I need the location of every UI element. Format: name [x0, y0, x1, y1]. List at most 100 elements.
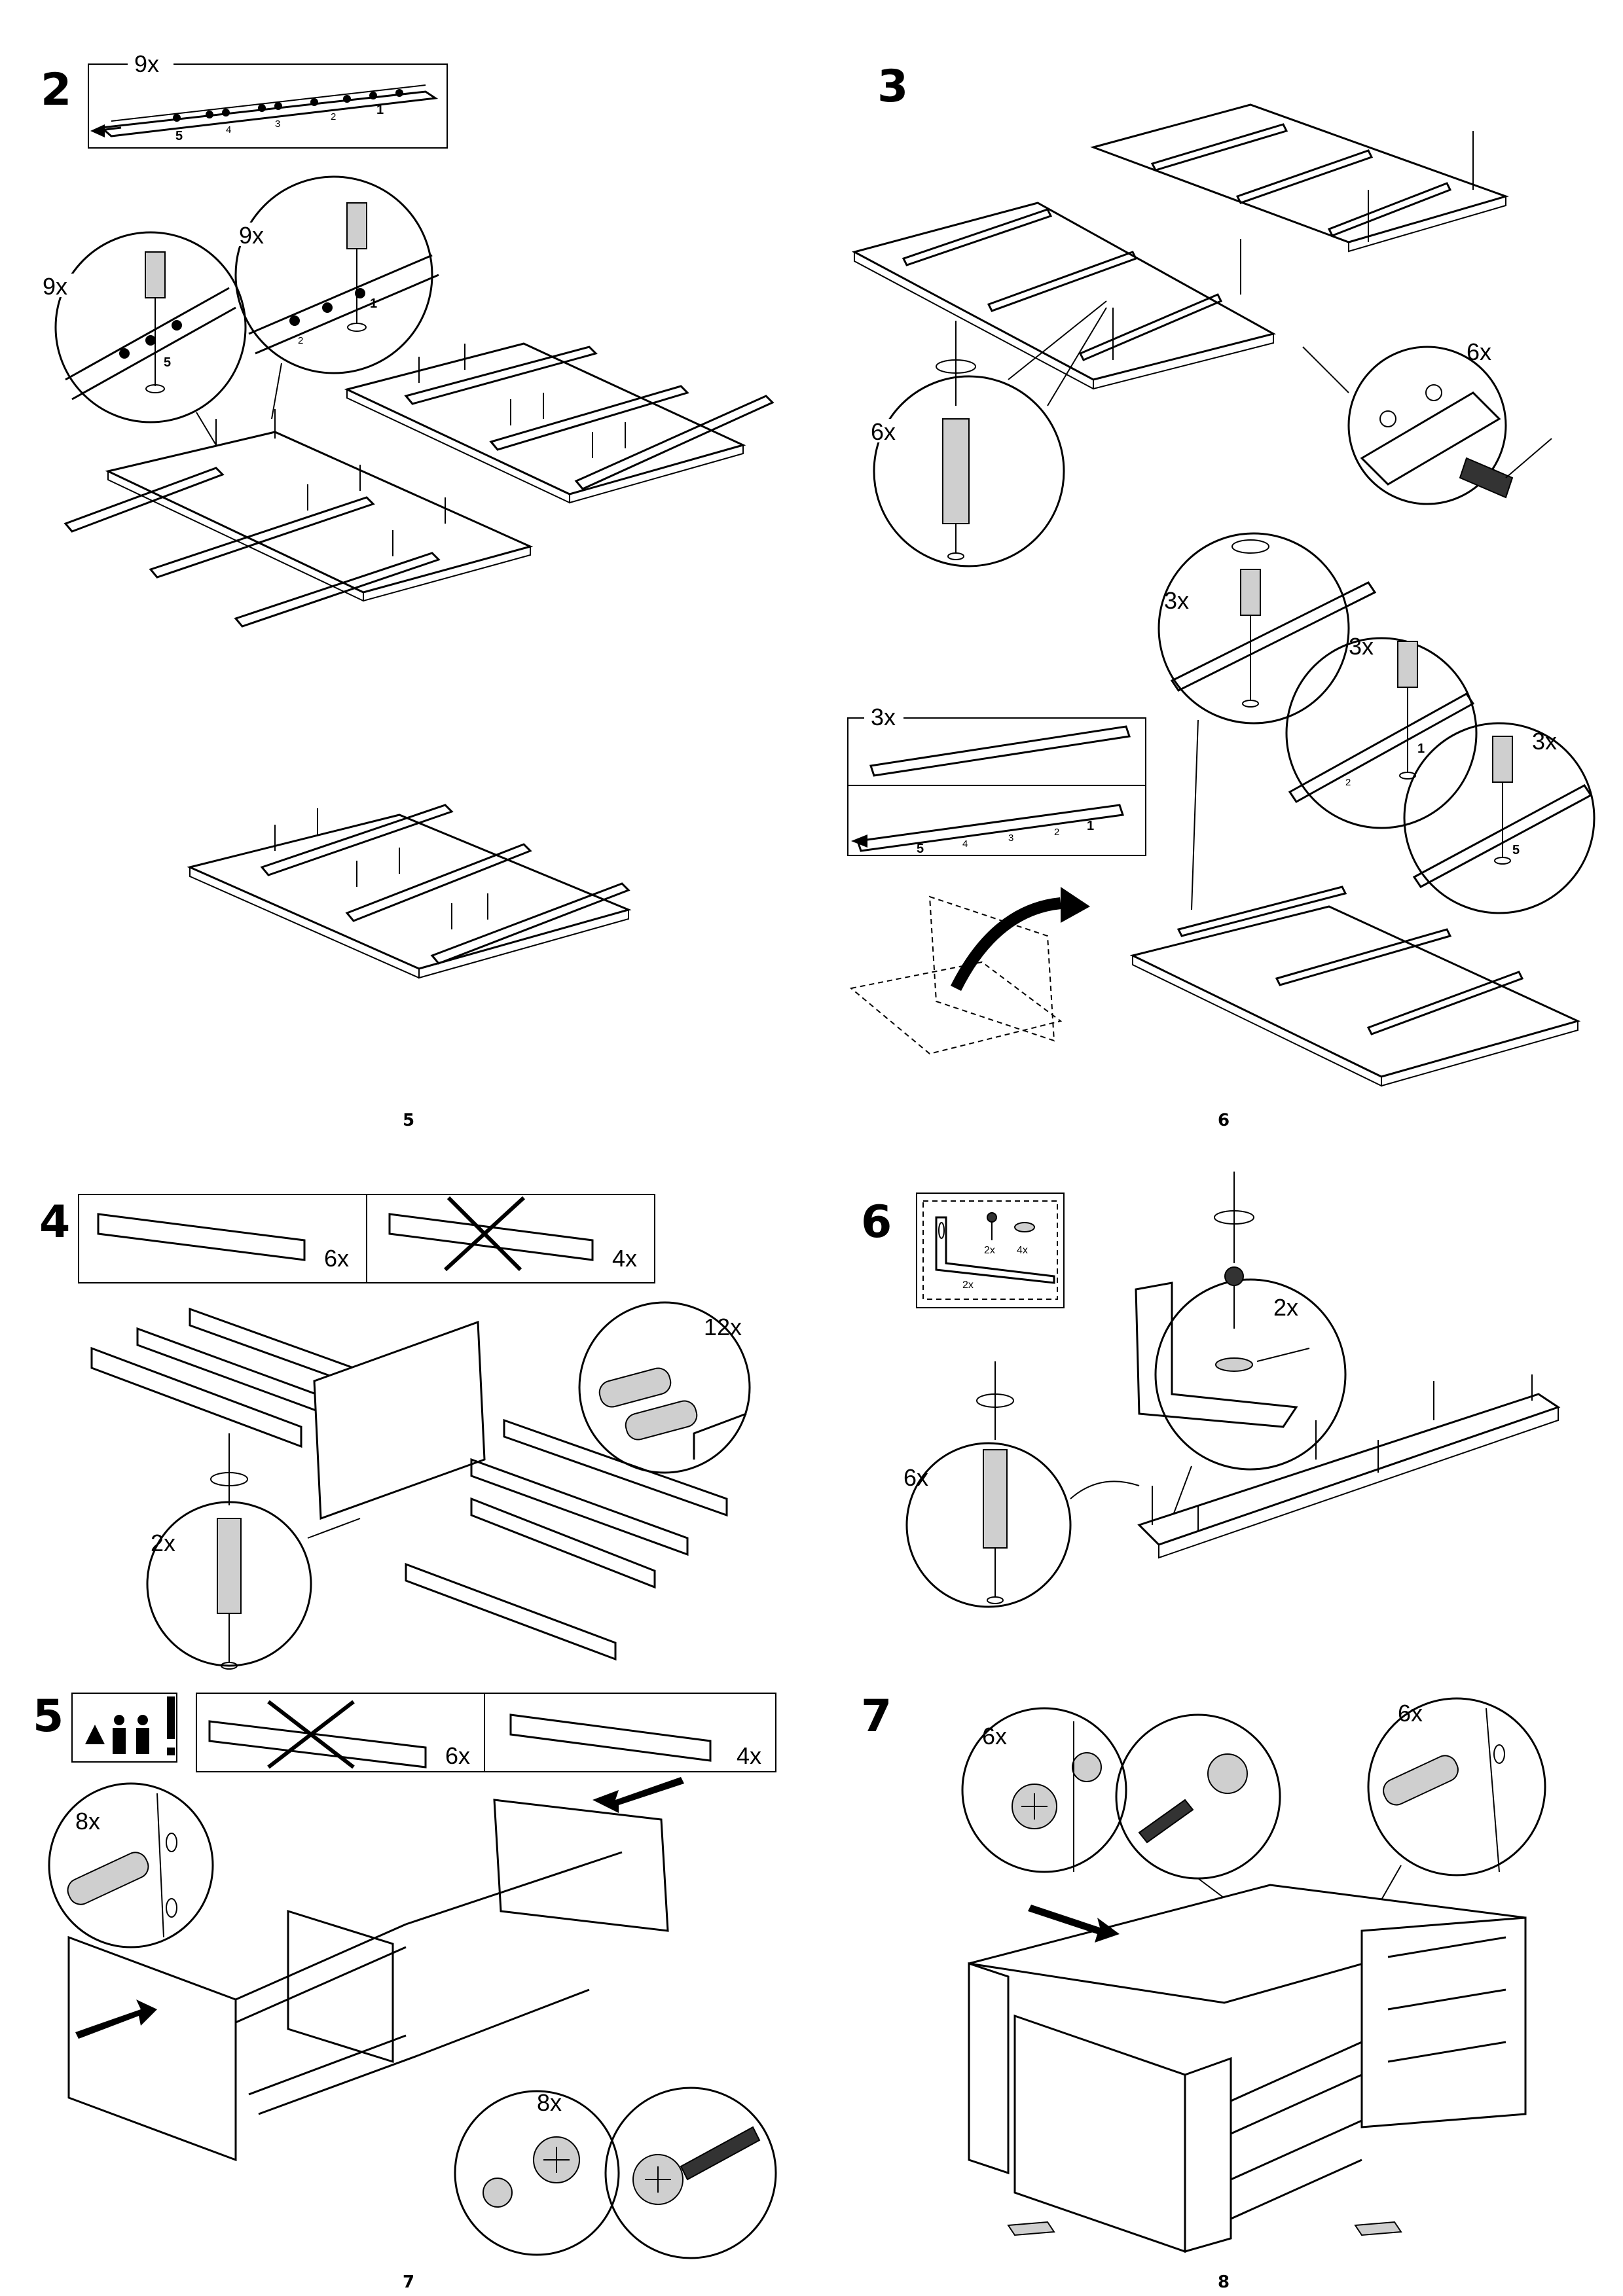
quantity-label: 4x [1017, 1245, 1028, 1256]
washer-icon [1014, 1222, 1035, 1232]
quantity-label: 4x [737, 1742, 761, 1769]
dowel-icon [983, 1449, 1008, 1549]
hole-label: 2 [1345, 777, 1351, 788]
exclamation-icon [167, 1696, 175, 1739]
quantity-label: 6x [1398, 1700, 1423, 1727]
zoom-circle-rail-end: 9x 5 [41, 231, 247, 446]
quantity-label: 12x [704, 1314, 742, 1340]
rail-part-wrong [388, 1213, 594, 1261]
hole-label: 4 [226, 124, 231, 135]
cam-dowel-icon [346, 202, 367, 249]
quantity-label: 2x [962, 1280, 974, 1291]
zoom-circle-dowel: 6x [867, 300, 1107, 567]
zoom-circle-screwdriver [604, 2087, 777, 2259]
screw-icon [987, 1212, 997, 1223]
push-arrow-icon [75, 2000, 157, 2039]
zoom-circle-dowel: 6x [1348, 1697, 1546, 1958]
zoom-circle-cam: 2x [146, 1433, 361, 1670]
flip-arrow-icon [1061, 887, 1090, 923]
hole-label: 2 [298, 335, 303, 346]
hole-label: 2 [1054, 827, 1059, 838]
page-number: 5 [403, 1111, 414, 1130]
hole-label: 3 [1008, 833, 1013, 844]
quantity-label: 4x [612, 1245, 637, 1272]
zoom-circle-bracket: 2x [1135, 1172, 1347, 1519]
panel-with-rails [344, 342, 775, 504]
step-6: 6 2x 4x 2x 2x [861, 1172, 1561, 1608]
zoom-circle-cam-a: 3x [1158, 532, 1377, 910]
quantity-label: 2x [984, 1245, 995, 1256]
quantity-label: 6x [903, 1464, 928, 1491]
quantity-label: 6x [445, 1742, 470, 1769]
rail-part-ok [97, 1213, 306, 1261]
cross-icon [443, 1196, 526, 1272]
flip-panel-illustration [849, 887, 1090, 1055]
wood-dowel-icon [67, 1852, 149, 1905]
direction-arrow-icon [851, 834, 867, 848]
step-number: 5 [33, 1691, 64, 1742]
rail-part-ok [509, 1713, 712, 1762]
step-number: 7 [861, 1691, 892, 1742]
quantity-label: 8x [537, 2089, 562, 2116]
zoom-circle-hammer: 6x [1302, 338, 1552, 505]
hole-label: 1 [1417, 742, 1425, 756]
bracket-icon [935, 1216, 1055, 1284]
cam-lock-icon [1207, 1753, 1248, 1794]
quantity-label: 3x [1532, 728, 1557, 755]
zoom-circle-cam-b: 3x 1 2 [1285, 633, 1478, 829]
hole-label: 5 [917, 842, 924, 856]
direction-arrow-icon [90, 124, 105, 137]
page-number: 7 [403, 2272, 414, 2292]
step-number: 6 [861, 1196, 892, 1248]
step-number: 2 [41, 64, 71, 116]
hole-label: 1 [376, 103, 384, 117]
bracket-parts-box: 2x 4x 2x [916, 1193, 1065, 1308]
hammer-icon [1459, 457, 1514, 499]
step-3: 3 6x [847, 61, 1596, 1130]
dowel-icon [942, 418, 970, 524]
step-number: 4 [39, 1196, 70, 1248]
push-arrow-icon [593, 1777, 684, 1813]
step-number: 3 [877, 61, 908, 113]
quantity-label: 6x [982, 1723, 1007, 1749]
wood-dowel-icon [625, 1400, 698, 1441]
zoom-circle-screwdriver [1115, 1713, 1281, 1938]
quantity-label: 3x [871, 704, 896, 730]
step-4: 4 6x 4x 12x 2x [39, 1194, 751, 1670]
page-number: 8 [1218, 2272, 1230, 2292]
bracket-icon [1135, 1282, 1298, 1428]
zoom-circle-pegs: 8x [48, 1782, 214, 1948]
cam-dowel-icon [1397, 641, 1418, 688]
screwdriver-icon [680, 2126, 761, 2181]
warning-icon [85, 1725, 105, 1744]
quantity-label: 9x [134, 50, 159, 77]
zoom-circle-cam-c: 3x 5 [1403, 722, 1596, 914]
quantity-label: 9x [239, 222, 264, 249]
screwdriver-icon [1138, 1799, 1194, 1844]
hole-label: 3 [275, 118, 280, 130]
quantity-label: 8x [75, 1808, 100, 1835]
quantity-label: 6x [324, 1245, 349, 1272]
zoom-circle-dowel: 6x [903, 1361, 1140, 1608]
hole-label: 5 [164, 355, 171, 370]
zoom-circle-cam: 6x [961, 1707, 1127, 1873]
cam-dowel-icon [145, 251, 166, 298]
hole-label: 4 [962, 838, 968, 850]
rail-part-wrong [208, 1720, 427, 1768]
step-7: 7 6x 6x [861, 1691, 1546, 2292]
quantity-label: 6x [1467, 338, 1491, 365]
hole-label: 1 [1087, 819, 1094, 833]
step-5: 5 6x 4x 8x [33, 1691, 777, 2292]
push-arrow-icon [1028, 1905, 1120, 1943]
step-2: 2 9x 5 4 3 2 1 9x [41, 50, 775, 1130]
dowel-icon [217, 1518, 242, 1614]
two-persons-icon [113, 1715, 149, 1754]
wood-dowel-icon [598, 1367, 672, 1408]
quantity-label: 2x [151, 1530, 175, 1556]
hole-label: 5 [1512, 843, 1520, 857]
quantity-label: 2x [1273, 1294, 1298, 1321]
panel-with-rails [187, 804, 632, 979]
washer-icon [1215, 1357, 1253, 1372]
hole-label: 1 [370, 296, 377, 311]
